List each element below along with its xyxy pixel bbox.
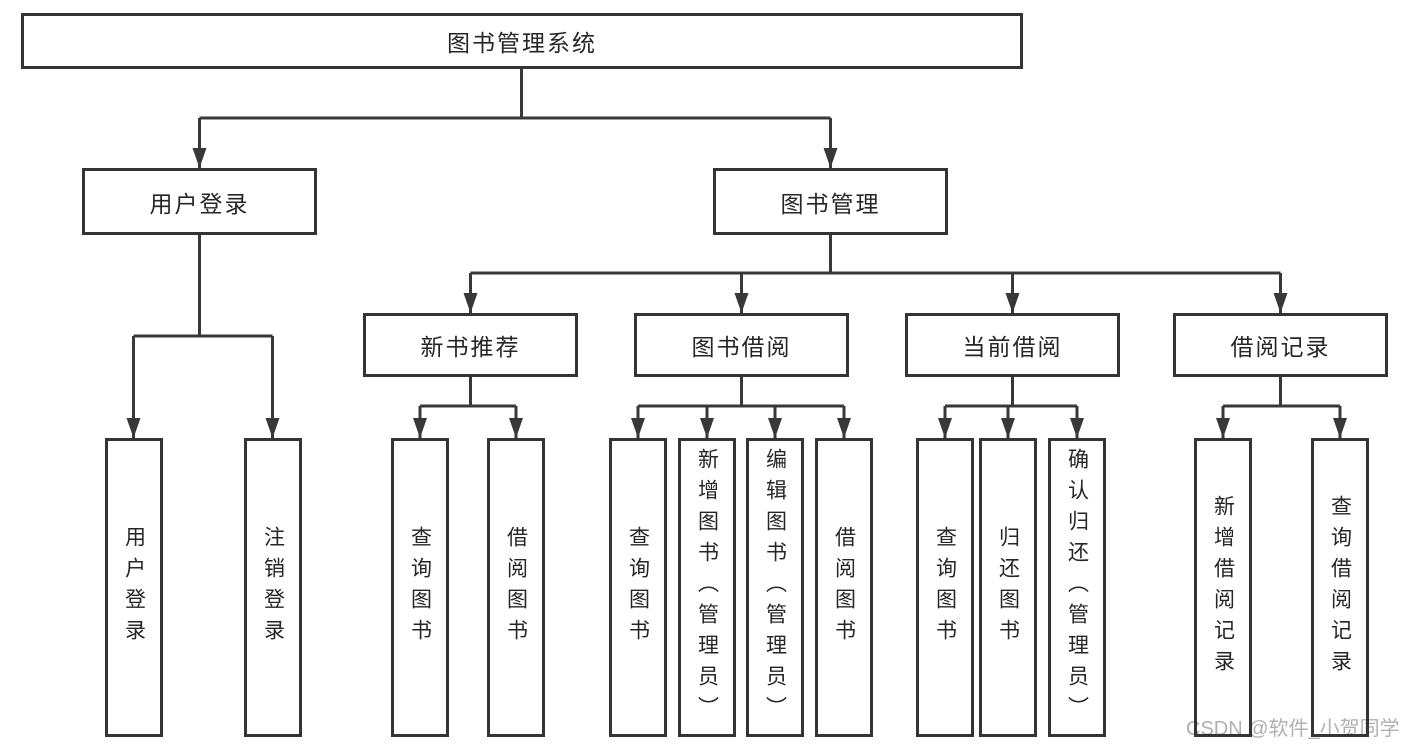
csdn-watermark: CSDN @软件_小贺同学 — [1186, 718, 1400, 740]
node-borrow-books: 借阅图书 — [487, 438, 545, 737]
node-user-login-action: 用户登录 — [105, 438, 163, 737]
node-label: 新增图书（管理员） — [695, 448, 719, 727]
node-label: 查询图书 — [408, 525, 432, 650]
node-new-book-recommendation: 新书推荐 — [363, 313, 578, 377]
node-label: 查询图书 — [933, 525, 957, 650]
node-query-books: 查询图书 — [609, 438, 667, 737]
node-label: 图书借阅 — [691, 334, 792, 360]
node-label: 查询图书 — [626, 525, 650, 650]
node-library-management-system: 图书管理系统 — [21, 13, 1023, 69]
node-label: 新书推荐 — [420, 334, 521, 360]
node-logout-action: 注销登录 — [244, 438, 302, 737]
node-borrowing-records: 借阅记录 — [1173, 313, 1388, 377]
node-label: 用户登录 — [149, 190, 250, 217]
node-label: 确认归还（管理员） — [1065, 448, 1089, 727]
node-label: 图书管理系统 — [447, 30, 597, 56]
node-label: 当前借阅 — [962, 334, 1063, 360]
node-query-borrow-record: 查询借阅记录 — [1311, 438, 1369, 737]
node-label: 图书管理 — [780, 190, 881, 217]
node-label: 借阅图书 — [504, 525, 528, 650]
node-label: 借阅图书 — [832, 525, 856, 650]
node-add-borrow-record: 新增借阅记录 — [1194, 438, 1252, 737]
node-label: 注销登录 — [261, 525, 285, 650]
node-label: 用户登录 — [122, 525, 146, 650]
node-query-books: 查询图书 — [391, 438, 449, 737]
node-current-borrowing: 当前借阅 — [905, 313, 1120, 377]
node-query-books: 查询图书 — [916, 438, 974, 737]
node-label: 借阅记录 — [1230, 334, 1331, 360]
node-confirm-return-admin: 确认归还（管理员） — [1048, 438, 1106, 737]
node-user-login-module: 用户登录 — [82, 168, 317, 235]
node-label: 编辑图书（管理员） — [763, 448, 787, 727]
node-book-management-module: 图书管理 — [713, 168, 948, 235]
node-add-books-admin: 新增图书（管理员） — [678, 438, 736, 737]
node-return-books: 归还图书 — [979, 438, 1037, 737]
node-label: 新增借阅记录 — [1211, 494, 1235, 681]
node-label: 查询借阅记录 — [1328, 494, 1352, 681]
node-borrow-books: 借阅图书 — [815, 438, 873, 737]
node-book-borrowing: 图书借阅 — [634, 313, 849, 377]
node-label: 归还图书 — [996, 525, 1020, 650]
node-edit-books-admin: 编辑图书（管理员） — [746, 438, 804, 737]
